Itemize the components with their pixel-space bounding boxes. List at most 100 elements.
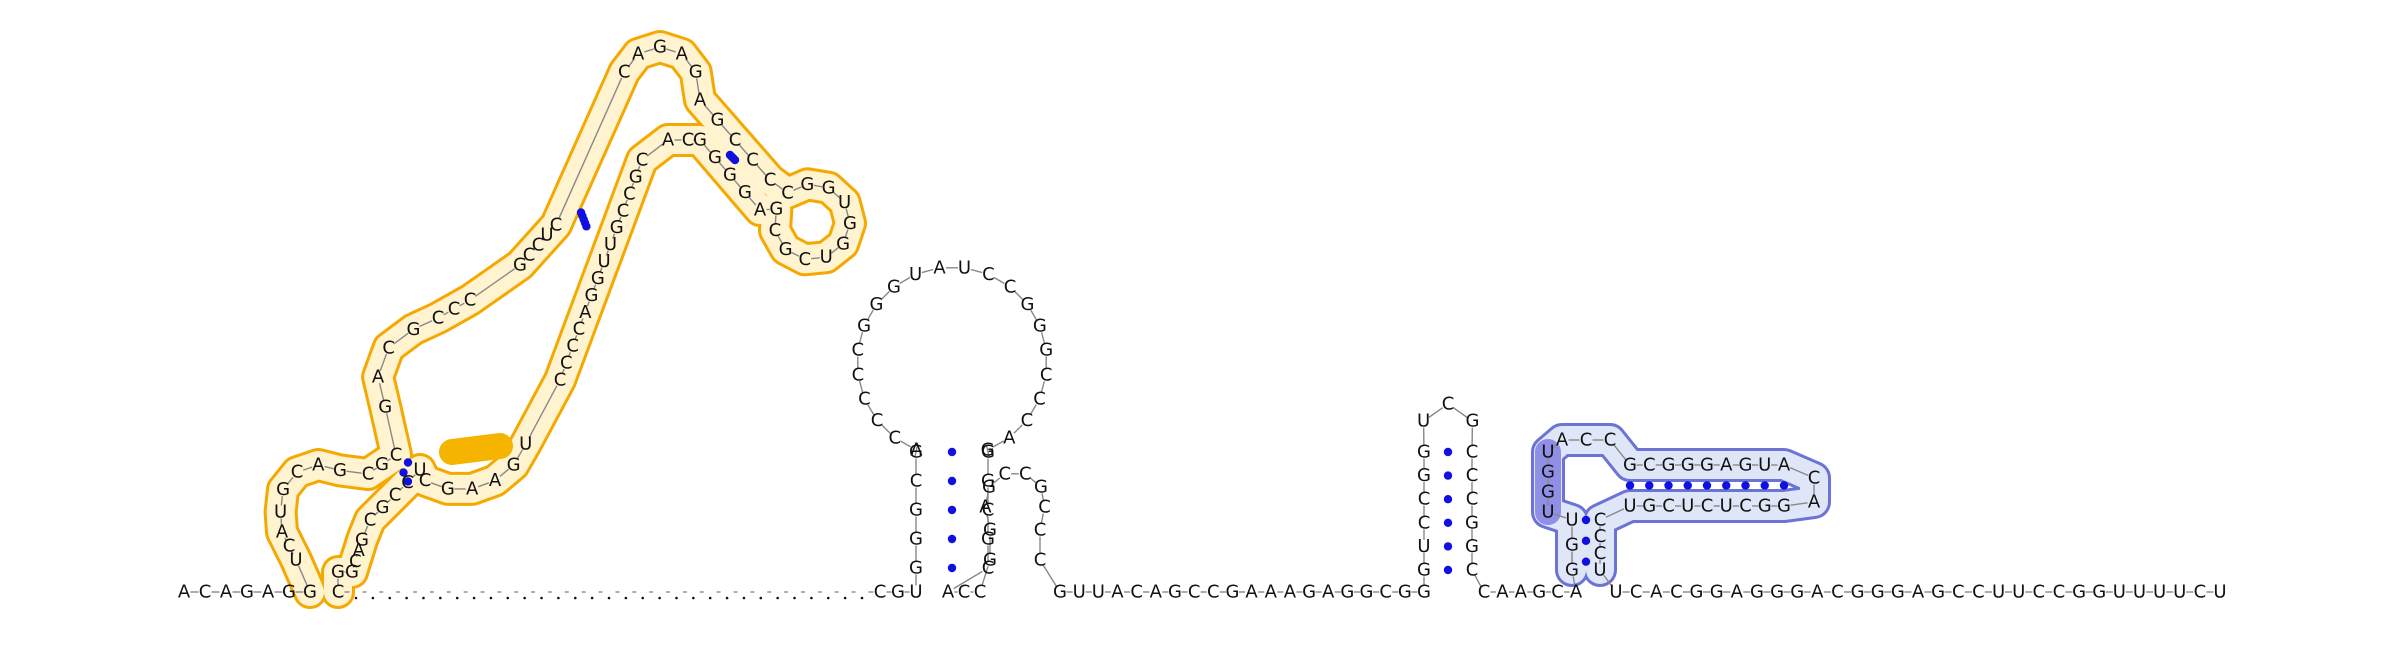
unpaired-dot — [843, 596, 847, 600]
nucleotide: C — [1831, 582, 1844, 603]
backbone-segment — [718, 161, 727, 171]
nucleotide: G — [891, 582, 905, 603]
nucleotide: G — [276, 479, 290, 500]
nucleotide: A — [1496, 582, 1509, 603]
nucleotide: G — [800, 174, 814, 195]
nucleotide: C — [617, 200, 630, 221]
nucleotide: U — [1541, 442, 1554, 463]
backbone-segment — [359, 544, 362, 547]
nucleotide: G — [1770, 582, 1784, 603]
backbone-segment — [1030, 309, 1038, 321]
nucleotide: U — [1417, 536, 1430, 557]
unpaired-dot — [523, 596, 526, 600]
nucleotide: A — [1265, 582, 1278, 603]
nucleotide: U — [2113, 582, 2126, 603]
nucleotide: A — [1778, 455, 1791, 476]
nucleotide: G — [1532, 582, 1546, 603]
backbone-segment — [685, 58, 693, 68]
nucleotide: C — [1188, 582, 1201, 603]
nucleotide: U — [274, 501, 287, 522]
nucleotide: C — [1972, 582, 1985, 603]
nucleotide: G — [1690, 582, 1704, 603]
nucleotide: C — [858, 388, 871, 409]
nucleotide: G — [653, 37, 667, 58]
nucleotide: U — [1623, 496, 1636, 517]
nucleotide: G — [345, 562, 359, 583]
backbone-segment — [1013, 424, 1023, 434]
unpaired-dot — [506, 596, 510, 600]
unpaired-dot — [810, 596, 813, 600]
backbone-segment — [1474, 575, 1482, 587]
nucleotide: G — [1039, 340, 1053, 361]
backbone-segment — [516, 449, 524, 460]
backbone-segment — [1042, 565, 1058, 587]
backbone-segment — [1605, 508, 1625, 518]
nucleotide: G — [2092, 582, 2106, 603]
unpaired-dot — [455, 596, 459, 600]
backbone-segment — [593, 284, 597, 290]
backbone-segment — [372, 467, 378, 471]
backbone-segment — [986, 513, 990, 524]
base-pair-dot — [1443, 518, 1453, 527]
nucleotide: C — [1004, 276, 1017, 297]
nucleotide: C — [1130, 582, 1143, 603]
nucleotide: G — [983, 520, 997, 541]
backbone-segment — [858, 380, 864, 393]
nucleotide: C — [560, 353, 573, 374]
backbone-segment — [1029, 477, 1037, 484]
nucleotide: U — [519, 433, 532, 454]
backbone-segment — [813, 184, 823, 188]
nucleotide: G — [1681, 455, 1695, 476]
nucleotide: C — [332, 582, 345, 603]
nucleotide: G — [333, 460, 347, 481]
nucleotide: G — [1168, 582, 1182, 603]
nucleotide: G — [708, 147, 722, 168]
nucleotide: C — [1021, 410, 1034, 431]
backbone-segment — [637, 165, 641, 172]
nucleotide: G — [1541, 462, 1555, 483]
nucleotide: C — [432, 308, 445, 329]
nucleotide: C — [1418, 512, 1431, 533]
nucleotide: C — [851, 340, 864, 361]
nucleotide: A — [1731, 582, 1744, 603]
nucleotide: C — [419, 470, 432, 491]
backbone-segment — [459, 302, 465, 307]
backbone-segment — [881, 424, 891, 434]
nucleotide: C — [888, 427, 901, 448]
unpaired-dot — [354, 596, 358, 600]
unpaired-dot — [641, 596, 645, 600]
nucleotide: G — [981, 442, 995, 463]
backbone-segment — [953, 570, 983, 590]
nucleotide: G — [1623, 455, 1637, 476]
nucleotide: U — [2153, 582, 2166, 603]
unpaired-dot — [388, 596, 392, 600]
base-pair-dot — [1443, 471, 1453, 480]
nucleotide: C — [1040, 364, 1053, 385]
backbone-segment — [374, 511, 379, 516]
backbone-segment — [630, 182, 635, 188]
backbone-segment — [858, 332, 864, 344]
base-pair-dot — [947, 476, 957, 486]
nucleotide: C — [1808, 468, 1821, 489]
nucleotide: C — [532, 235, 545, 256]
nucleotide: A — [662, 130, 675, 151]
base-pair-dot — [1443, 495, 1453, 504]
backbone-segment — [528, 385, 558, 439]
nucleotide: A — [1912, 582, 1925, 603]
nucleotide: C — [1604, 430, 1617, 451]
backbone-segment — [811, 257, 820, 260]
base-pair-dot — [1581, 557, 1591, 566]
unpaired-dot — [624, 596, 628, 600]
nucleotide: A — [1003, 427, 1016, 448]
nucleotide: G — [240, 582, 254, 603]
unpaired-dot — [708, 596, 712, 600]
backbone-segment — [1572, 576, 1576, 586]
nucleotide: C — [746, 150, 759, 171]
backbone-segment — [386, 499, 391, 504]
nucleotide: A — [676, 43, 689, 64]
nucleotide: U — [1073, 582, 1086, 603]
nucleotide: G — [407, 319, 421, 340]
backbone-segment — [985, 445, 990, 457]
backbone-segment — [830, 247, 839, 254]
